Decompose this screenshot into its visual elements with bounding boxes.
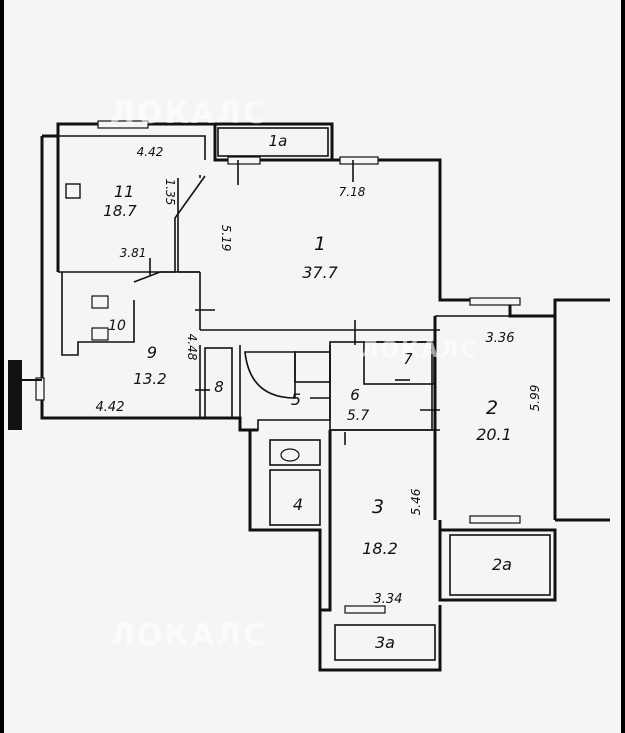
watermark-bottom: ЛОКАЛС bbox=[110, 618, 268, 653]
room-7-label: 7 bbox=[403, 350, 413, 368]
room-2-number: 2 bbox=[486, 397, 498, 419]
room-5-label: 5 bbox=[291, 390, 301, 409]
room-4-label: 4 bbox=[293, 495, 303, 514]
plan-paper bbox=[4, 0, 621, 733]
dim-5-99: 5.99 bbox=[528, 385, 542, 412]
room-labels: 1 37.7 1a 2 20.1 2a 3 18.2 3a 4 5 6 5.7 … bbox=[103, 132, 512, 652]
room-1a-label: 1a bbox=[269, 132, 288, 150]
dim-5-46: 5.46 bbox=[409, 488, 423, 515]
dim-4-42-bottom: 4.42 bbox=[96, 400, 125, 415]
room-2-area: 20.1 bbox=[476, 425, 512, 444]
fixtures bbox=[65, 183, 300, 462]
inner-walls bbox=[58, 127, 551, 661]
room-1-number: 1 bbox=[314, 233, 326, 255]
dim-3-81: 3.81 bbox=[120, 246, 147, 260]
dim-5-19: 5.19 bbox=[219, 225, 233, 252]
room-10-label: 10 bbox=[108, 318, 126, 334]
room-9-area: 13.2 bbox=[133, 370, 166, 388]
watermark-middle: ЛОКАЛС bbox=[360, 338, 479, 363]
room-11-number: 11 bbox=[114, 182, 134, 201]
room-3-area: 18.2 bbox=[362, 539, 398, 558]
room-3a-label: 3a bbox=[375, 633, 395, 652]
room-6-number: 6 bbox=[350, 386, 360, 404]
dim-7-18: 7.18 bbox=[339, 185, 366, 199]
room-8-label: 8 bbox=[214, 378, 224, 396]
dim-1-35: 1.35 bbox=[163, 179, 177, 206]
room-11-area: 18.7 bbox=[103, 202, 137, 220]
room-2a-label: 2a bbox=[492, 555, 512, 574]
door-ticks bbox=[149, 160, 440, 445]
entrance-door-icon bbox=[8, 360, 42, 430]
dim-3-36: 3.36 bbox=[486, 331, 515, 346]
dim-4-48: 4.48 bbox=[185, 334, 199, 361]
room-3-number: 3 bbox=[372, 496, 384, 518]
room-1-area: 37.7 bbox=[302, 263, 338, 282]
room-6-area: 5.7 bbox=[347, 408, 369, 424]
room-9-number: 9 bbox=[147, 343, 157, 362]
dim-3-34: 3.34 bbox=[374, 592, 403, 607]
dim-4-42-top: 4.42 bbox=[137, 145, 164, 159]
dimension-labels: 4.42 1.35 3.81 5.19 7.18 4.48 4.42 3.36 … bbox=[96, 145, 542, 607]
windows bbox=[35, 120, 521, 614]
watermark-top: ЛОКАЛС bbox=[110, 96, 268, 131]
